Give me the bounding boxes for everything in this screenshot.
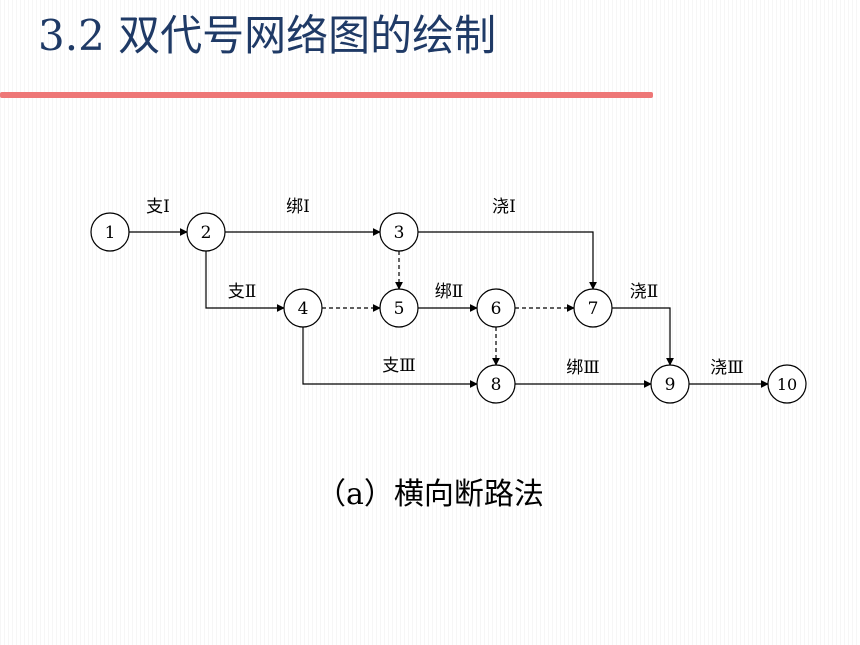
node-5-label: 5 (394, 299, 405, 319)
node-10-label: 10 (777, 375, 797, 394)
node-5-circle (379, 288, 419, 328)
diagram-caption: （a）横向断路法 (316, 477, 544, 512)
node-7-label: 7 (588, 299, 599, 319)
activity-label-2-4: 支Ⅱ (228, 282, 257, 302)
node-7-circle (573, 288, 613, 328)
activity-arrow-7-9 (612, 307, 674, 366)
node-4-circle (283, 288, 323, 328)
node-1-circle (90, 212, 130, 252)
node-4-label: 4 (298, 299, 309, 319)
node-6-circle (476, 288, 516, 328)
activity-label-2-3: 绑Ⅰ (286, 197, 310, 217)
activity-arrow-4-8 (302, 327, 478, 388)
activity-label-8-9: 绑Ⅲ (566, 358, 599, 378)
node-8-circle (476, 364, 516, 404)
node-9-circle (650, 364, 690, 404)
activity-arrow-2-4 (205, 251, 285, 312)
activity-label-7-9: 浇Ⅱ (630, 282, 659, 302)
node-6-label: 6 (491, 299, 502, 319)
activity-label-5-6: 绑Ⅱ (435, 282, 464, 302)
node-9-label: 9 (665, 375, 676, 395)
activity-label-1-2: 支Ⅰ (146, 197, 170, 217)
node-8-label: 8 (491, 375, 502, 395)
node-3-label: 3 (394, 223, 405, 243)
activity-label-4-8: 支Ⅲ (382, 356, 415, 376)
node-10-circle (767, 364, 807, 404)
node-2-label: 2 (201, 223, 212, 243)
activity-arrow-3-7 (418, 231, 597, 290)
title-underline (0, 92, 653, 98)
node-3-circle (379, 212, 419, 252)
node-2-circle (186, 212, 226, 252)
slide-title: 3.2 双代号网络图的绘制 (38, 11, 497, 60)
activity-label-3-7: 浇Ⅰ (492, 197, 516, 217)
activity-label-9-10: 浇Ⅲ (710, 358, 743, 378)
node-1-label: 1 (105, 223, 116, 243)
